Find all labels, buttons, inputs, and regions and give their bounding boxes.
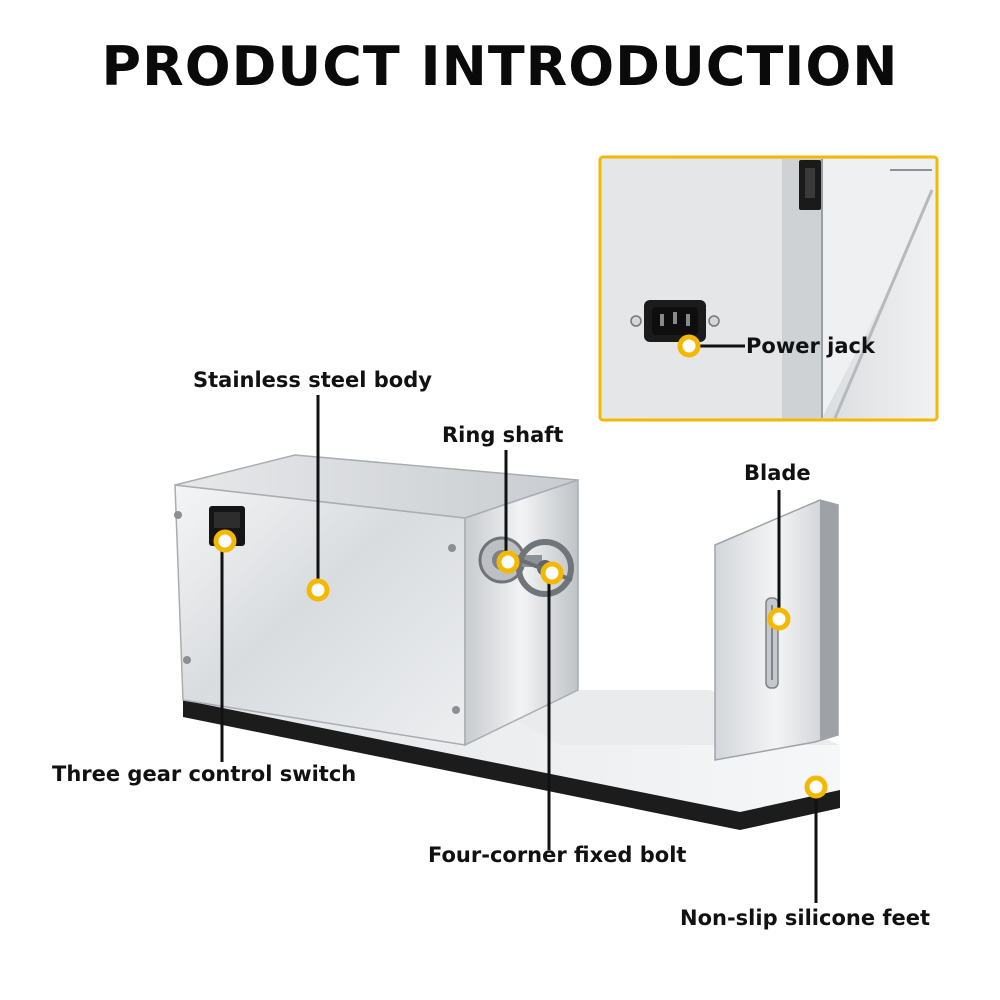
page-title: PRODUCT INTRODUCTION bbox=[101, 35, 899, 98]
marker-blade bbox=[767, 607, 791, 631]
spiral-potato-machine bbox=[174, 454, 840, 830]
leader-lines bbox=[220, 344, 818, 903]
callout-markers bbox=[213, 334, 828, 799]
inset-detail-box bbox=[598, 155, 939, 422]
marker-switch bbox=[213, 529, 237, 553]
label-blade: Blade bbox=[744, 461, 811, 485]
label-power-jack: Power jack bbox=[746, 334, 875, 358]
label-three-gear-control-switch: Three gear control switch bbox=[52, 762, 357, 786]
label-non-slip-silicone-feet: Non-slip silicone feet bbox=[680, 906, 931, 930]
label-ring-shaft: Ring shaft bbox=[442, 423, 564, 447]
marker-power-jack bbox=[677, 334, 701, 358]
marker-bolt bbox=[540, 561, 564, 585]
marker-body bbox=[306, 578, 330, 602]
marker-ring-shaft bbox=[496, 550, 520, 574]
label-stainless-steel-body: Stainless steel body bbox=[193, 368, 432, 392]
label-four-corner-fixed-bolt: Four-corner fixed bolt bbox=[428, 843, 687, 867]
power-socket-icon bbox=[630, 300, 720, 342]
marker-feet bbox=[804, 775, 828, 799]
